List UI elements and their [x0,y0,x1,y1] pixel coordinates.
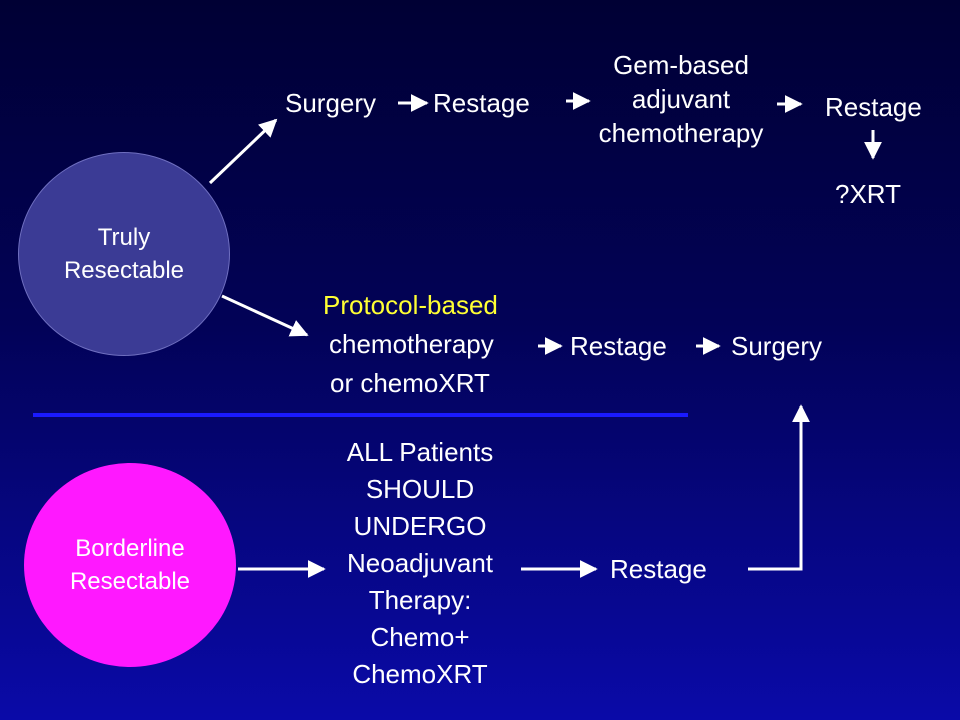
adjuvant-line: Gem-based [613,50,749,80]
arrow-truly-to-protocol [221,294,309,337]
restage-label-2: Restage [825,92,922,122]
truly-label-line1: Truly [97,224,151,251]
restage-label-3: Restage [570,331,667,361]
arrow-restage-to-surgery-path [748,404,810,571]
xrt-label: ?XRT [835,179,901,209]
borderline-label-line1: Borderline [75,535,185,562]
borderline-resectable-node: Borderline Resectable [24,463,236,667]
neoadjuvant-line: Chemo+ [370,622,470,652]
neoadjuvant-line: UNDERGO [353,511,487,541]
adjuvant-line: chemotherapy [598,118,764,148]
neoadjuvant-line: Neoadjuvant [347,548,493,578]
neoadjuvant-block: ALL Patients SHOULD UNDERGO Neoadjuvant … [310,434,530,693]
neoadjuvant-line: ALL Patients [346,437,494,467]
chemoxrt-label: or chemoXRT [330,368,490,398]
truly-resectable-node: Truly Resectable [18,152,230,356]
neoadjuvant-line: ChemoXRT [352,659,488,689]
arrow-truly-to-surgery [208,118,278,185]
chemotherapy-label: chemotherapy [329,329,494,359]
neoadjuvant-line: Therapy: [368,585,472,615]
restage-label-4: Restage [610,554,707,584]
surgery-label: Surgery [285,88,377,118]
adjuvant-chemo-block: Gem-based adjuvant chemotherapy [568,48,794,150]
restage-label: Restage [433,88,530,118]
truly-label-line2: Resectable [63,257,185,284]
neoadjuvant-line: SHOULD [365,474,475,504]
protocol-label: Protocol-based [323,290,498,320]
surgery-label-2: Surgery [731,331,823,361]
adjuvant-line: adjuvant [631,84,731,114]
borderline-label-line2: Resectable [69,568,191,595]
